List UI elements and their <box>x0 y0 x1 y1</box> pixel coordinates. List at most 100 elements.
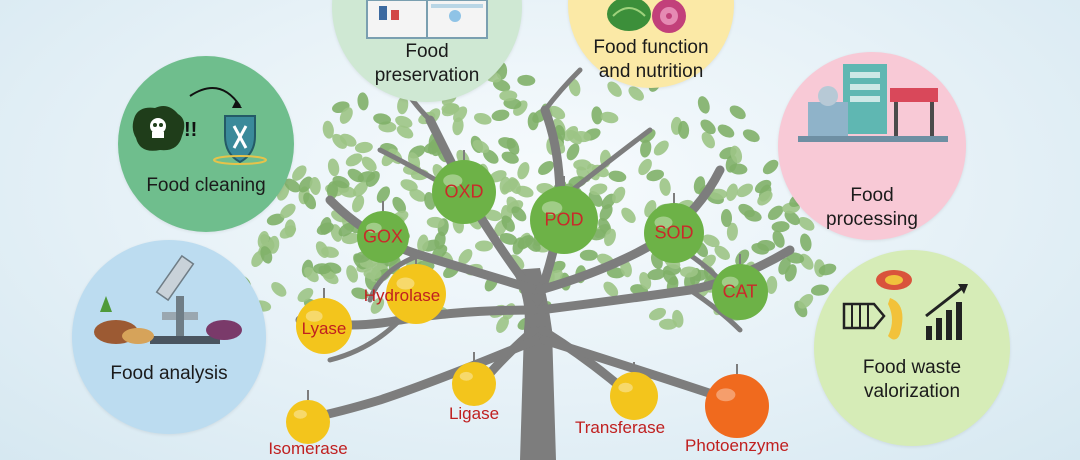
vegetables-icon <box>607 0 686 33</box>
factory-icon <box>798 64 948 142</box>
tree-leaf <box>653 140 669 156</box>
tree-leaf <box>730 145 743 164</box>
application-food-nutrition: Food function and nutrition <box>568 0 734 88</box>
tree-leaf <box>599 204 613 221</box>
enzyme-fruit-cat <box>712 264 768 320</box>
tree-leaf <box>548 105 566 120</box>
tree-leaf <box>326 181 339 200</box>
tree-leaf <box>472 140 490 154</box>
fruit-highlight <box>654 216 673 229</box>
enzyme-label-cat: CAT <box>722 281 758 302</box>
tree-leaf <box>628 86 644 101</box>
detox-shield-icon: !! <box>132 87 267 165</box>
fruit-highlight <box>305 310 323 322</box>
tree-leaf <box>786 252 805 264</box>
tree-leaf <box>315 241 329 258</box>
tree-leaf <box>647 268 666 281</box>
tree-leaf <box>309 177 321 195</box>
tree-leaf <box>397 96 409 115</box>
tree-leaf <box>353 181 368 197</box>
fruit-highlight <box>716 388 736 402</box>
tree-leaf <box>354 141 373 154</box>
tree-leaf <box>332 175 350 189</box>
tree-branch <box>367 252 423 303</box>
enzyme-fruits <box>286 150 769 444</box>
tree-leaf <box>376 186 391 203</box>
tree-leaf <box>589 183 608 196</box>
tree-trunk <box>512 268 556 460</box>
tree-leaf <box>483 149 499 164</box>
enzyme-fruit-hydrolase <box>386 264 446 324</box>
application-food-waste: Food waste valorization <box>814 250 1010 446</box>
fruit-highlight <box>618 382 633 393</box>
tree-leaf <box>346 265 358 283</box>
svg-text:!!: !! <box>184 119 197 141</box>
enzyme-label-oxd: OXD <box>444 181 484 202</box>
tree-leaf <box>363 268 382 280</box>
tree-leaf <box>338 185 357 198</box>
tree-leaf <box>612 186 626 204</box>
enzyme-label-sod: SOD <box>654 222 694 243</box>
tree-leaf <box>720 209 733 227</box>
fruit-highlight <box>459 371 473 381</box>
tree-leaf <box>284 178 301 193</box>
tree-leaf <box>365 171 380 187</box>
tree-leaf <box>284 219 296 238</box>
tree-leaf <box>766 276 778 294</box>
tree-leaf <box>511 206 527 222</box>
tree-leaf <box>606 267 625 279</box>
tree-leaf <box>573 159 592 171</box>
tree-leaf <box>648 307 667 321</box>
tree-leaf <box>339 107 353 124</box>
fruit-highlight <box>293 409 307 419</box>
tree-leaf <box>499 233 518 245</box>
tree-leaf <box>271 282 287 297</box>
tree-leaf <box>489 170 507 183</box>
tree-leaf <box>338 222 355 237</box>
tree-leaf <box>784 210 800 226</box>
tree-leaf <box>458 248 473 265</box>
tree-leaf <box>678 120 690 139</box>
tree-leaf <box>742 129 760 143</box>
enzyme-fruit-oxd <box>432 160 496 224</box>
tree-leaf <box>672 309 684 328</box>
tree-leaf <box>280 203 296 219</box>
tree-leaf <box>260 246 273 264</box>
fridge-icon <box>366 0 488 39</box>
enzyme-label-ligase: Ligase <box>448 404 500 423</box>
tree-leaf <box>603 281 619 297</box>
fruit-highlight <box>443 174 463 188</box>
tree-leaf <box>701 132 715 149</box>
application-label: Food preservation <box>374 41 480 86</box>
tree-leaf <box>501 151 519 164</box>
enzyme-fruit-transferase <box>610 372 658 420</box>
tree-leaf <box>659 178 671 196</box>
tree-leaf <box>729 163 748 175</box>
tree-leaf <box>598 217 612 235</box>
tree-leaf <box>566 143 580 161</box>
enzyme-fruit-lyase <box>296 298 352 354</box>
tree-leaf <box>738 203 755 218</box>
tree-leaf <box>607 81 622 97</box>
tree-leaf <box>320 217 332 235</box>
tree-leaf <box>726 222 738 241</box>
tree-leaf <box>501 215 515 232</box>
enzyme-fruit-photoenzyme <box>705 374 769 438</box>
tree-branch <box>542 67 583 113</box>
tree-leaf <box>484 209 503 222</box>
tree-leaf <box>579 249 598 261</box>
tree-leaf <box>361 156 377 172</box>
enzyme-fruit-pod <box>530 186 598 254</box>
tree-leaf <box>818 263 837 276</box>
fruit-highlight <box>366 222 382 234</box>
enzyme-label-pod: POD <box>544 209 584 230</box>
tree-leaf <box>798 293 814 309</box>
tree-leaf <box>330 224 343 242</box>
tree-leaf <box>767 205 784 221</box>
tree-leaf <box>604 228 616 247</box>
tree-leaf <box>757 239 776 252</box>
tree-leaf <box>621 207 636 223</box>
tree-leaf <box>591 106 603 125</box>
tree-leaf <box>726 183 738 202</box>
